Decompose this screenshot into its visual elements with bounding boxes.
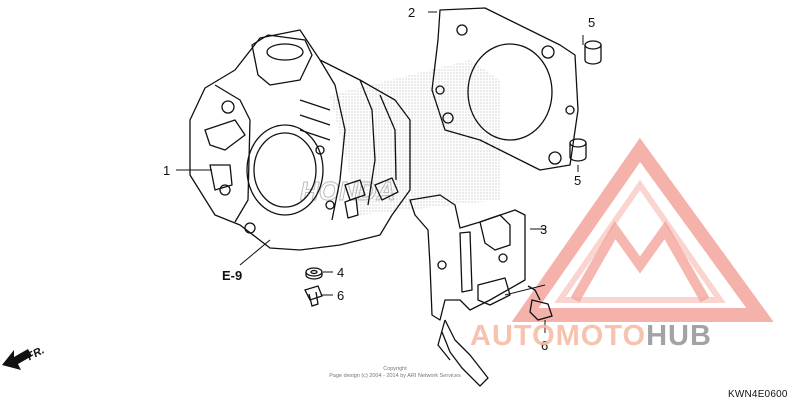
diagram-code: KWN4E0600 xyxy=(728,389,788,400)
front-direction-arrow-icon xyxy=(2,349,32,370)
leader-lines xyxy=(176,35,584,333)
reference-label-e9: E-9 xyxy=(222,268,243,283)
callout-3: 3 xyxy=(540,222,548,237)
copyright-line-2: Page design (c) 2004 - 2014 by ARI Netwo… xyxy=(329,372,461,379)
watermark-text: AUTOMOTOHUB xyxy=(470,320,712,353)
callout-1: 1 xyxy=(163,163,171,178)
washer xyxy=(305,267,323,280)
callout-2: 2 xyxy=(408,5,416,20)
callout-5-lower: 5 xyxy=(574,173,582,188)
callout-6-right: 6 xyxy=(541,338,549,353)
callout-4: 4 xyxy=(337,265,345,280)
bolt-left xyxy=(304,285,323,307)
callout-6-left: 6 xyxy=(337,288,345,303)
watermark-logo-icon xyxy=(511,137,774,322)
watermark-text-part2: HUB xyxy=(646,320,712,352)
cylinder-gasket xyxy=(428,7,579,171)
watermark-text-part1: AUTOMOTO xyxy=(470,320,647,352)
dowel-pins xyxy=(569,40,602,162)
cylinder-block xyxy=(189,29,411,251)
copyright-line-1: Copyright xyxy=(383,366,407,372)
bolt-right xyxy=(527,285,553,321)
stay-bracket xyxy=(409,194,526,387)
copyright-notice: Copyright Page design (c) 2004 - 2014 by… xyxy=(310,366,480,379)
callout-5-upper: 5 xyxy=(588,15,596,30)
